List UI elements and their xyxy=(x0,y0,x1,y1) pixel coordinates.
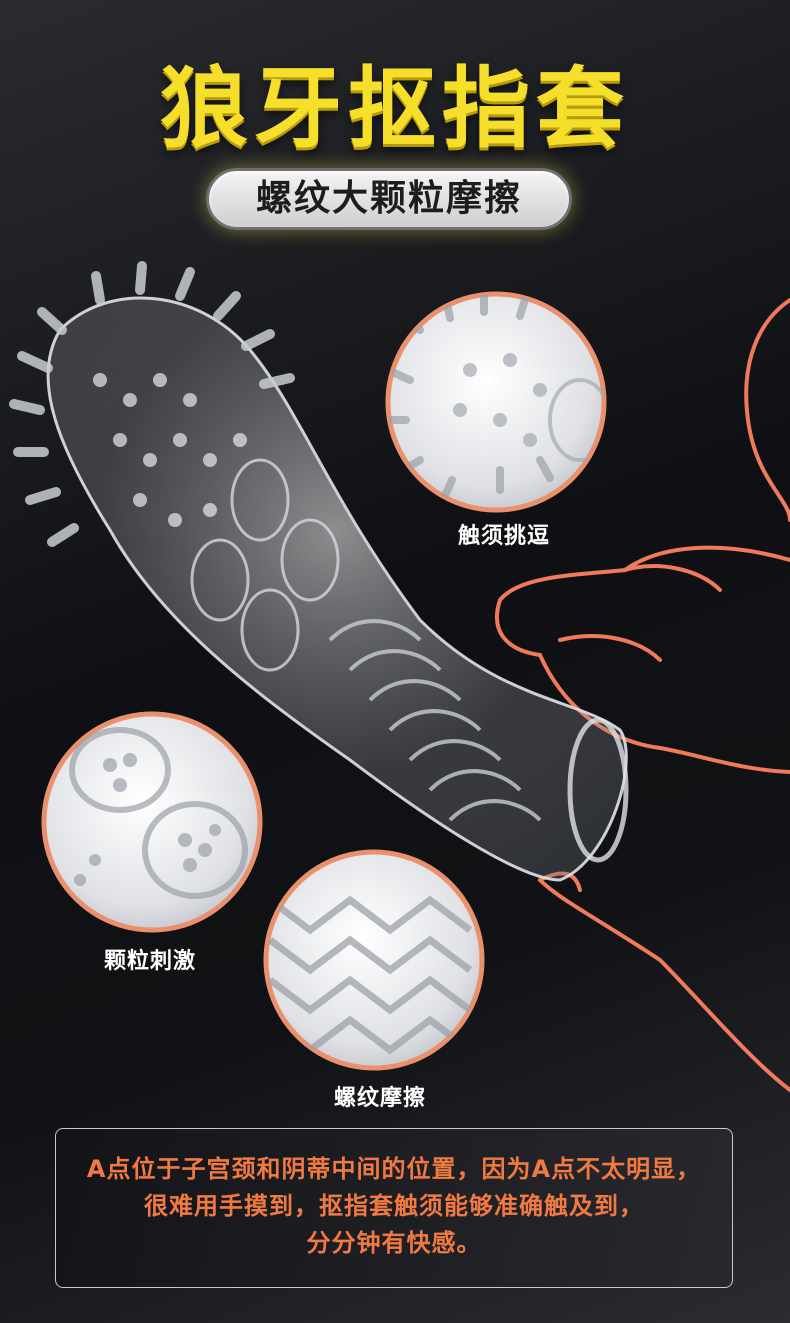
feature-label-thread: 螺纹摩擦 xyxy=(333,1086,426,1111)
granule-closeup-icon xyxy=(41,711,263,933)
feature-label-granule: 颗粒刺激 xyxy=(103,949,196,974)
finger-sleeve-icon xyxy=(9,261,629,882)
subtitle-badge: 螺纹大颗粒摩擦 xyxy=(206,168,572,230)
description-line: 分分钟有快感。 xyxy=(306,1229,482,1257)
subtitle-text: 螺纹大颗粒摩擦 xyxy=(255,178,522,219)
description-line: 很难用手摸到，抠指套触须能够准确触及到， xyxy=(144,1192,644,1220)
page-title: 狼牙抠指套 xyxy=(159,57,630,160)
thread-closeup-icon xyxy=(263,849,485,1071)
feature-label-tentacle: 触须挑逗 xyxy=(457,524,550,549)
description-line: A点位于子宫颈和阴蒂中间的位置，因为A点不太明显， xyxy=(86,1155,702,1183)
description-box: A点位于子宫颈和阴蒂中间的位置，因为A点不太明显， 很难用手摸到，抠指套触须能够… xyxy=(55,1128,733,1288)
tentacle-closeup-icon xyxy=(385,291,607,513)
